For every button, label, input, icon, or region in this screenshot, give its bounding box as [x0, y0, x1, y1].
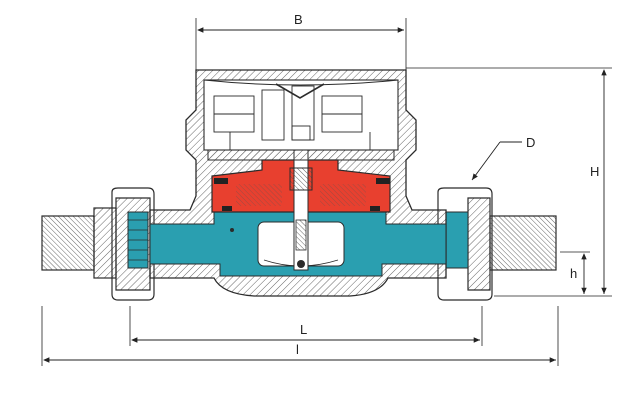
- label-d: D: [526, 135, 535, 150]
- label-h-total: H: [590, 164, 599, 179]
- dimension-b: B: [195, 12, 407, 70]
- callout-d: D: [471, 135, 535, 181]
- dimension-l-overall: l: [41, 306, 559, 366]
- left-tailpiece: [41, 187, 155, 301]
- label-l-body: L: [300, 322, 307, 337]
- label-l-overall: l: [296, 342, 299, 357]
- register-mechanism: [203, 79, 399, 161]
- right-tailpiece: [437, 187, 557, 301]
- dimension-l-body: L: [129, 306, 483, 346]
- register-chamber: [211, 159, 391, 213]
- dimension-h-axis: h: [560, 251, 590, 294]
- label-h-axis: h: [570, 266, 577, 281]
- label-b: B: [294, 12, 303, 27]
- dimension-h-total: H: [406, 67, 612, 297]
